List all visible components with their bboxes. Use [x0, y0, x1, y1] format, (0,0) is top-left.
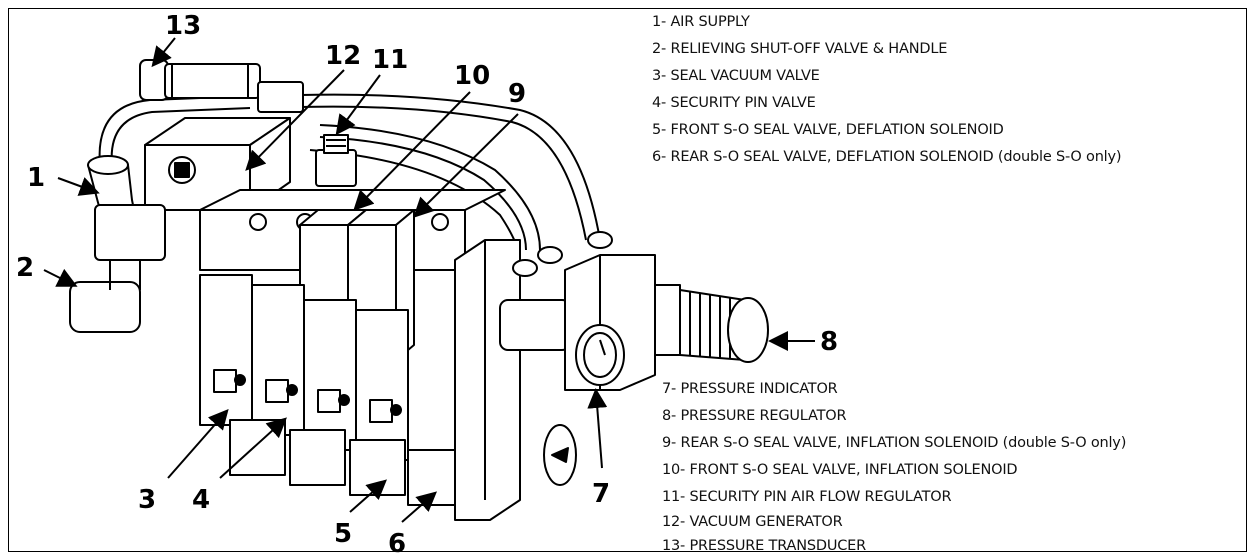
legend-item-6: 6- REAR S-O SEAL VALVE, DEFLATION SOLENO… [652, 149, 1121, 165]
callout-1: 1 [27, 163, 45, 193]
leader-6 [401, 491, 438, 523]
leader-11 [335, 74, 381, 136]
legend-item-1: 1- AIR SUPPLY [652, 14, 750, 30]
leader-4 [219, 417, 287, 479]
callout-10: 10 [454, 61, 490, 91]
callout-12: 12 [325, 41, 361, 71]
legend-item-12: 12- VACUUM GENERATOR [662, 514, 843, 530]
callout-11: 11 [372, 45, 408, 75]
callout-5: 5 [334, 519, 352, 549]
legend-top: 1- AIR SUPPLY 2- RELIEVING SHUT-OFF VALV… [652, 14, 1122, 165]
leader-12 [245, 69, 345, 171]
pressure-regulator [512, 231, 769, 391]
legend-item-7: 7- PRESSURE INDICATOR [662, 381, 838, 397]
shut-off-valve [69, 204, 166, 333]
callout-3: 3 [138, 485, 156, 515]
legend-item-3: 3- SEAL VACUUM VALVE [652, 68, 820, 84]
legend-item-5: 5- FRONT S-O SEAL VALVE, DEFLATION SOLEN… [652, 122, 1004, 138]
callout-numbers: 1 2 3 4 5 6 7 8 9 10 11 12 13 [16, 11, 838, 559]
legend-item-10: 10- FRONT S-O SEAL VALVE, INFLATION SOLE… [662, 462, 1017, 478]
lower-valve-row [199, 274, 464, 506]
leader-1 [57, 177, 100, 196]
pressure-transducer [139, 59, 304, 113]
legend-item-11: 11- SECURITY PIN AIR FLOW REGULATOR [662, 489, 951, 505]
leader-13 [151, 37, 176, 68]
callout-13: 13 [165, 11, 201, 41]
leader-5 [349, 479, 387, 513]
legend-item-8: 8- PRESSURE REGULATOR [662, 408, 846, 424]
diagram-border [8, 8, 1247, 552]
leader-lines [43, 37, 815, 523]
callout-6: 6 [388, 529, 406, 559]
leader-3 [167, 408, 229, 479]
legend-item-13: 13- PRESSURE TRANSDUCER [662, 538, 866, 554]
callout-2: 2 [16, 253, 34, 283]
callout-9: 9 [508, 79, 526, 109]
legend-item-4: 4- SECURITY PIN VALVE [652, 95, 816, 111]
end-plate [454, 239, 577, 521]
legend-bottom: 7- PRESSURE INDICATOR 8- PRESSURE REGULA… [662, 381, 1126, 554]
leader-10 [353, 91, 471, 211]
callout-8: 8 [820, 327, 838, 357]
leader-7 [587, 388, 608, 469]
callout-4: 4 [192, 485, 210, 515]
legend-item-2: 2- RELIEVING SHUT-OFF VALVE & HANDLE [652, 41, 947, 57]
leader-2 [43, 268, 78, 287]
leader-9 [413, 113, 519, 218]
flow-regulator [315, 134, 357, 187]
callout-7: 7 [592, 479, 610, 509]
legend-item-9: 9- REAR S-O SEAL VALVE, INFLATION SOLENO… [662, 435, 1126, 451]
